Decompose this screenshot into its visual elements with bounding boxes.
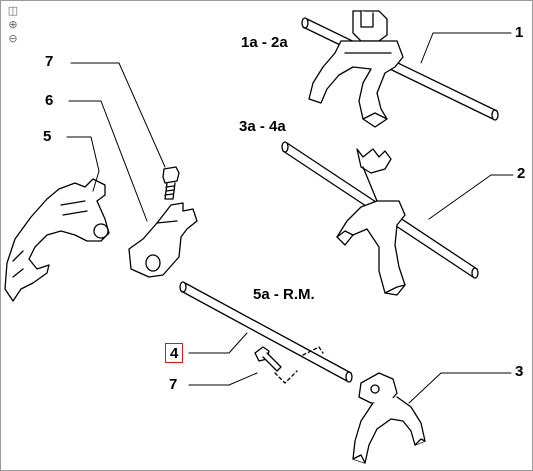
gear-label-3-4: 3a - 4a — [239, 118, 286, 135]
callout-part-3[interactable]: 3 — [515, 363, 524, 380]
zoom-in-icon[interactable]: ⊕ — [8, 18, 18, 31]
zoom-toolbar: ◫ ⊕ ⊖ — [6, 5, 22, 47]
callout-part-7-bottom[interactable]: 7 — [169, 376, 178, 393]
callout-part-6[interactable]: 6 — [45, 92, 54, 109]
bolt-fit-line — [274, 370, 298, 384]
selector-block-part-6[interactable] — [128, 202, 198, 278]
shift-rod-5-rm[interactable] — [179, 281, 353, 383]
shift-rod-1-2[interactable] — [301, 17, 499, 121]
callout-part-7-top[interactable]: 7 — [45, 53, 54, 70]
callout-part-2[interactable]: 2 — [517, 165, 526, 182]
gear-label-1-2: 1a - 2a — [241, 34, 288, 51]
callout-part-1[interactable]: 1 — [515, 24, 524, 41]
callout-part-4-selected[interactable]: 4 — [165, 343, 184, 363]
bolt-bottom[interactable] — [254, 346, 282, 372]
shift-finger-part-5[interactable] — [4, 178, 110, 302]
leader-lines — [66, 32, 514, 404]
shift-fork-1-2[interactable] — [308, 10, 404, 128]
gear-label-5-rm: 5a - R.M. — [253, 286, 315, 303]
callout-part-5[interactable]: 5 — [43, 128, 52, 145]
zoom-out-icon[interactable]: ⊖ — [8, 32, 18, 45]
bolt-top[interactable] — [162, 166, 180, 200]
screen-icon[interactable]: ◫ — [7, 4, 19, 17]
shift-fork-3-4[interactable] — [336, 148, 406, 296]
shift-fork-5-rm[interactable] — [352, 372, 426, 464]
